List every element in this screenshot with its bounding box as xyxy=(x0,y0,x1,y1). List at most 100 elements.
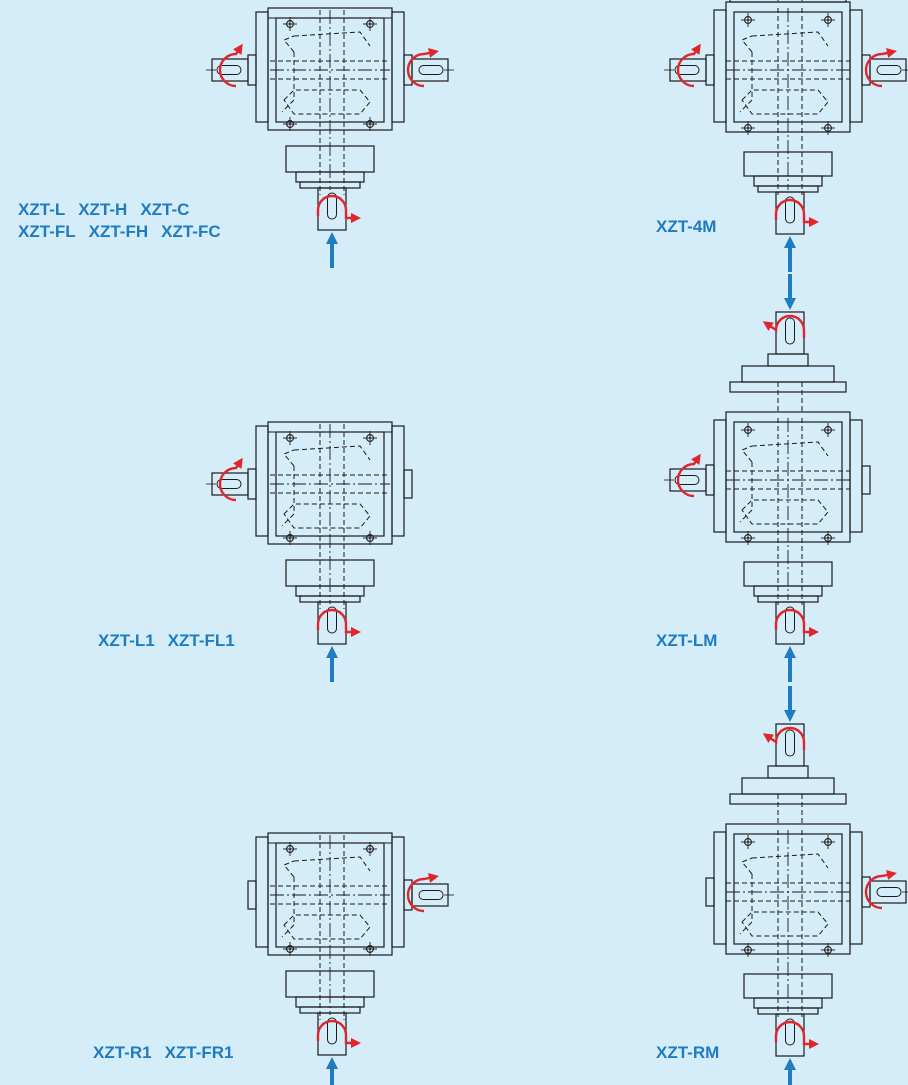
shaft-keyway xyxy=(785,196,795,224)
rotation-arrow-icon xyxy=(774,198,820,228)
model-label: XZT-4M xyxy=(656,217,717,236)
shaft-flange xyxy=(247,54,257,86)
model-label: XZT-H xyxy=(78,200,128,219)
shaft-keyway xyxy=(785,606,795,634)
bevel-gear-hidden xyxy=(283,914,371,940)
model-label: XZT-R1 xyxy=(93,1043,152,1062)
gearbox-diagram-rm xyxy=(705,686,908,1085)
output-shaft xyxy=(775,191,805,235)
shaft-keyway xyxy=(674,475,700,485)
input-arrow-icon xyxy=(784,236,796,248)
gearbox-diagram-lm xyxy=(664,274,871,682)
bevel-gear-hidden xyxy=(283,89,371,115)
side-flange xyxy=(255,425,269,537)
model-label: XZT-RM xyxy=(656,1043,720,1062)
shaft-flange xyxy=(705,464,715,496)
side-flange xyxy=(713,831,727,945)
side-flange xyxy=(391,11,405,123)
rotation-arrow-icon xyxy=(406,48,439,88)
side-flange xyxy=(849,419,863,533)
shaft-keyway xyxy=(876,887,902,897)
bearing-housing xyxy=(741,777,835,795)
rotation-arrow-icon xyxy=(774,1020,820,1050)
bevel-gear-hidden xyxy=(281,35,295,113)
label-xzt-rm: XZT-RM xyxy=(656,1042,719,1064)
label-xzt-r1-group: XZT-R1 XZT-FR1 xyxy=(93,1042,234,1064)
bevel-gear-hidden xyxy=(741,499,829,525)
side-flange xyxy=(849,831,863,945)
rotation-arrow-icon xyxy=(316,194,362,224)
shaft-keyway xyxy=(327,1017,337,1045)
shaft-plug xyxy=(247,880,257,910)
rotation-arrow-icon xyxy=(316,608,362,638)
label-xzt-lm: XZT-LM xyxy=(656,630,717,652)
bevel-gear-hidden xyxy=(739,445,753,523)
shaft-keyway xyxy=(327,192,337,220)
side-flange xyxy=(713,9,727,123)
shaft-keyway xyxy=(418,65,444,75)
output-shaft xyxy=(775,601,805,645)
rotation-arrow-icon xyxy=(762,726,806,750)
side-flange xyxy=(391,836,405,948)
bevel-gear-hidden xyxy=(293,445,371,461)
shaft-keyway xyxy=(327,606,337,634)
shaft-keyway xyxy=(674,65,700,75)
output-shaft xyxy=(317,601,347,645)
bearing-housing xyxy=(729,793,847,805)
input-arrow-icon xyxy=(784,710,796,722)
input-arrow-icon xyxy=(326,1057,338,1069)
shaft-keyway xyxy=(216,65,242,75)
rotation-arrow-icon xyxy=(316,1019,362,1049)
model-label: XZT-FL1 xyxy=(167,631,235,650)
bevel-gear-hidden xyxy=(281,860,295,938)
shaft-flange xyxy=(247,468,257,500)
model-label: XZT-L xyxy=(18,200,66,219)
bearing-housing xyxy=(729,381,847,393)
bevel-gear-hidden xyxy=(283,503,371,529)
bevel-gear-hidden xyxy=(739,35,753,113)
shaft-keyway xyxy=(785,317,795,345)
rotation-arrow-icon xyxy=(864,48,897,88)
bevel-gear-hidden xyxy=(751,441,829,457)
gearbox-diagram-l1 xyxy=(206,421,413,682)
bevel-gear-hidden xyxy=(293,856,371,872)
shaft-plug xyxy=(403,469,413,499)
label-xzt-4m: XZT-4M xyxy=(656,216,716,238)
bearing-housing xyxy=(741,365,835,383)
rotation-arrow-icon xyxy=(762,314,806,338)
bevel-gear-hidden xyxy=(751,853,829,869)
gearbox-diagram-l xyxy=(206,7,454,268)
output-shaft xyxy=(317,1012,347,1056)
bevel-gear-hidden xyxy=(741,89,829,115)
rotation-arrow-icon xyxy=(774,608,820,638)
gearbox-diagram-r1 xyxy=(247,832,454,1085)
side-flange xyxy=(255,836,269,948)
bevel-gear-hidden xyxy=(741,911,829,937)
input-arrow-icon xyxy=(326,646,338,658)
output-shaft xyxy=(317,187,347,231)
bearing-cap xyxy=(767,765,809,779)
model-label: XZT-FL xyxy=(18,222,76,241)
shaft-plug xyxy=(861,465,871,495)
model-label: XZT-L1 xyxy=(98,631,155,650)
model-label: XZT-FR1 xyxy=(164,1043,234,1062)
bevel-gear-hidden xyxy=(281,449,295,527)
rotation-arrow-icon xyxy=(864,870,897,910)
bevel-gear-hidden xyxy=(739,857,753,935)
rotation-arrow-icon xyxy=(218,457,243,502)
shaft-keyway xyxy=(785,1018,795,1046)
model-label: XZT-FH xyxy=(88,222,149,241)
input-arrow-icon xyxy=(784,646,796,658)
rotation-arrow-icon xyxy=(406,873,439,913)
shaft-keyway xyxy=(876,65,902,75)
output-shaft xyxy=(775,1013,805,1057)
side-flange xyxy=(255,11,269,123)
input-arrow-icon xyxy=(326,232,338,244)
bevel-gear-hidden xyxy=(751,31,829,47)
gearbox-diagram-4m xyxy=(664,0,908,272)
side-flange xyxy=(391,425,405,537)
label-xzt-l1-group: XZT-L1 XZT-FL1 xyxy=(98,630,235,652)
shaft-keyway xyxy=(785,729,795,757)
shaft-flange xyxy=(705,54,715,86)
